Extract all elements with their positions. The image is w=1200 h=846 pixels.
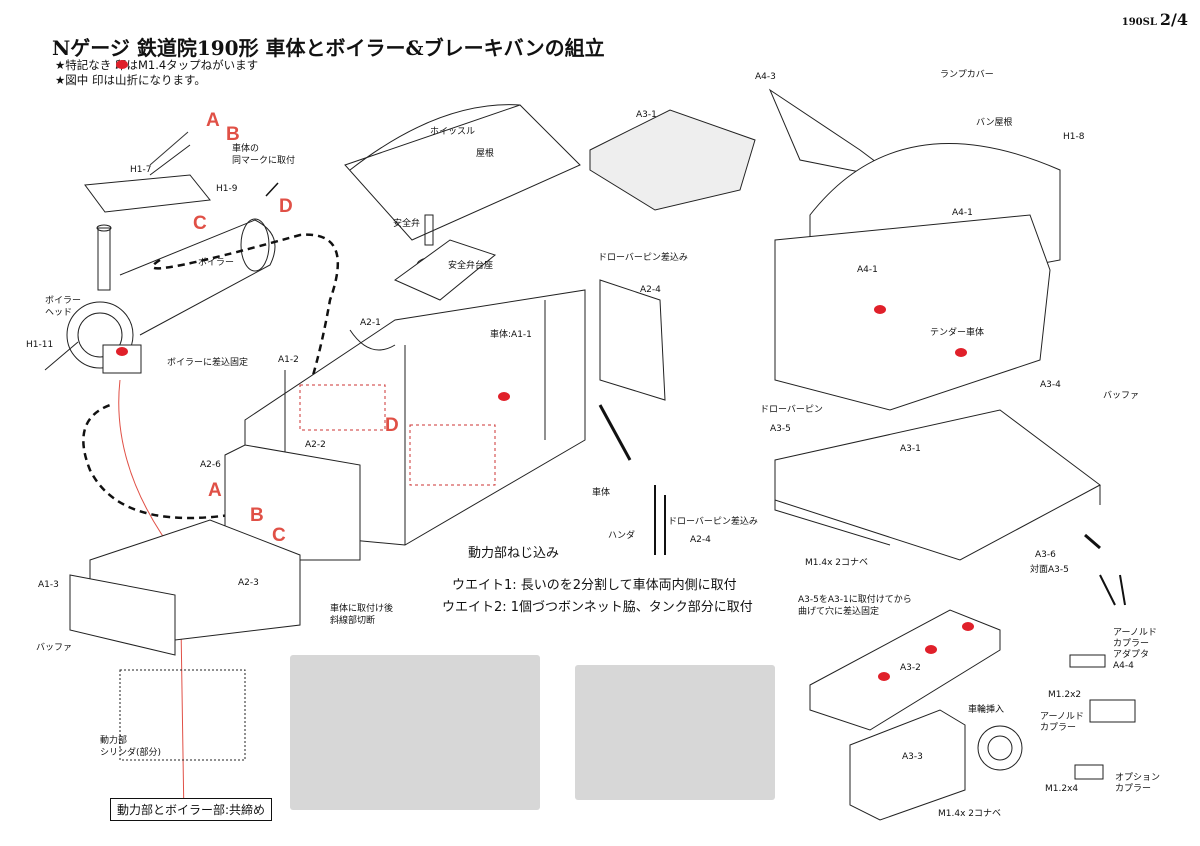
label-a2-6: A2-6 <box>200 460 221 470</box>
tap-mark-van-1 <box>874 305 886 314</box>
label-a3-3: A3-3 <box>902 752 923 762</box>
label-screw-2: M1.4x 2コナベ <box>938 809 1001 819</box>
page-prefix: 190SL <box>1121 17 1157 28</box>
mark-c-top: C <box>193 213 207 234</box>
weight-note-2: ウエイト2: 1個づつボンネット脇、タンク部分に取付 <box>442 600 753 615</box>
label-a3-1-top: A3-1 <box>636 110 657 120</box>
label-a2-1: A2-1 <box>360 318 381 328</box>
page-title: Nゲージ 鉄道院190形 車体とボイラー&ブレーキバンの組立 <box>52 36 605 60</box>
label-a2-2: A2-2 <box>305 440 326 450</box>
tap-mark-van-5 <box>962 622 974 631</box>
mark-d-top: D <box>279 196 293 217</box>
mark-a-top: A <box>206 110 220 131</box>
label-drawbar-insert: ドローバーピン差込み <box>598 253 688 263</box>
label-wheel-insert: 車輪挿入 <box>968 705 1005 715</box>
label-a4-3: A4-3 <box>755 72 776 82</box>
label-buffer-right: バッファ <box>1103 391 1140 401</box>
label-h1-8: H1-8 <box>1063 132 1085 142</box>
label-a2-3: A2-3 <box>238 578 259 588</box>
mark-c-body: C <box>272 525 286 546</box>
label-insert-fix: ボイラーに差込固定 <box>167 358 249 368</box>
page-no: 2/4 <box>1159 10 1188 29</box>
label-body-a1-1: 車体:A1-1 <box>490 330 532 340</box>
tap-mark-van-3 <box>878 672 890 681</box>
label-screw-1: M1.4x 2コナベ <box>805 558 868 568</box>
label-van-roof: バン屋根 <box>976 118 1013 128</box>
mark-b-top: B <box>226 124 240 145</box>
label-a2-4: A2-4 <box>640 285 661 295</box>
label-solder: ハンダ <box>608 531 636 541</box>
mark-d-body: D <box>385 415 399 436</box>
note-tap: ★特記なき 印はM1.4タップねがいます <box>55 58 259 72</box>
label-boiler-head: ボイラー ヘッド <box>45 296 82 318</box>
label-safety-valve: 安全弁 <box>393 219 421 229</box>
label-drawbar-pin: ドローバーピン <box>760 405 823 415</box>
label-a1-2: A1-2 <box>278 355 299 365</box>
label-a2-4-b: A2-4 <box>690 535 711 545</box>
photo-chassis <box>575 665 775 800</box>
label-bend-note: A3-5をA3-1に取付けてから 曲げて穴に差込固定 <box>798 595 912 617</box>
label-cylinder: 動力部 シリンダ(部分) <box>100 736 162 758</box>
label-a3-1: A3-1 <box>900 444 921 454</box>
label-a3-4: A3-4 <box>1040 380 1061 390</box>
label-arnold-adapter: アーノルド カプラー アダプタ A4-4 <box>1113 628 1157 671</box>
tap-mark-van-4 <box>925 645 937 654</box>
label-m1-2x2: M1.2x2 <box>1048 690 1082 700</box>
boiler-drawing <box>44 131 276 374</box>
label-a4-1-b: A4-1 <box>857 265 878 275</box>
tap-mark-boiler <box>116 347 128 356</box>
tap-mark-body <box>498 392 510 401</box>
label-tender-body: テンダー車体 <box>930 328 985 338</box>
note-fold: ★図中 印は山折になります。 <box>55 73 206 87</box>
label-buffer-left: バッファ <box>36 643 73 653</box>
label-arnold-coupler: アーノルド カプラー <box>1040 712 1084 733</box>
mark-b-body: B <box>250 505 264 526</box>
label-cut-note: 車体に取付け後 斜線部切断 <box>330 604 394 626</box>
weight-note-1: ウエイト1: 長いのを2分割して車体両内側に取付 <box>452 578 737 593</box>
label-a1-3: A1-3 <box>38 580 59 590</box>
label-boiler: ボイラー <box>198 258 235 268</box>
label-body-small: 車体 <box>592 488 611 498</box>
label-h1-7: H1-7 <box>130 165 152 175</box>
label-lamp-cover: ランプカバー <box>940 70 994 80</box>
label-a4-1-a: A4-1 <box>952 208 973 218</box>
label-whistle: ホイッスル <box>430 127 476 137</box>
label-m1-2x4: M1.2x4 <box>1045 784 1079 794</box>
mark-a-body: A <box>208 480 222 501</box>
mark-note: 車体の 同マークに取付 <box>232 144 296 166</box>
label-safety-valve-base: 安全弁台座 <box>448 261 494 271</box>
tap-mark-icon <box>116 60 128 69</box>
label-a3-6: A3-6 <box>1035 550 1056 560</box>
body-drawing <box>69 104 666 761</box>
label-a3-2: A3-2 <box>900 663 921 673</box>
common-fastening-label: 動力部とボイラー部:共締め <box>110 798 273 821</box>
label-h1-11: H1-11 <box>26 340 54 350</box>
tap-mark-van-2 <box>955 348 967 357</box>
label-option-coupler: オプション カプラー <box>1115 773 1161 794</box>
label-motor-screw: 動力部ねじ込み <box>468 546 560 561</box>
van-drawing <box>768 88 1136 821</box>
label-a3-5: A3-5 <box>770 424 791 434</box>
label-roof: 屋根 <box>476 149 495 159</box>
label-h1-9: H1-9 <box>216 184 238 194</box>
label-a3-6-note: 対面A3-5 <box>1030 565 1069 575</box>
label-drawbar-insert-2: ドローバーピン差込み <box>668 517 758 527</box>
photo-locomotive-body <box>290 655 540 810</box>
